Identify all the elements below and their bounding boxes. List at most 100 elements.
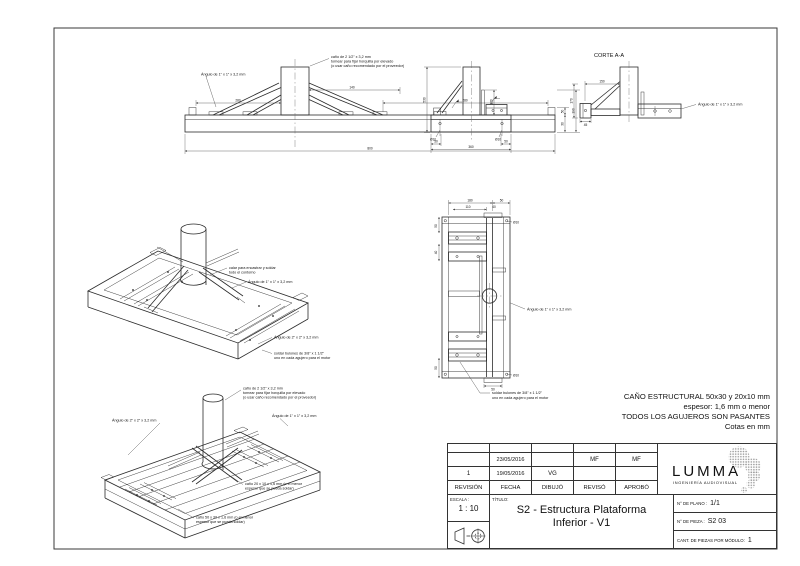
annotation-angle: Ángulo de 1" x 1" x 3,2 mm — [527, 308, 571, 312]
revision-cell-empty — [616, 444, 658, 453]
annotation-pipe: caño de 2 1/2" x 3,2 mm — [331, 55, 371, 59]
note-line: Cotas en mm — [724, 422, 770, 431]
revision-number: 1 — [448, 467, 490, 481]
drawing-title-cell: TÍTULO: S2 - Estructura Plataforma Infer… — [490, 495, 674, 548]
annotation-tube-small: espesor que se pueda soldar) — [245, 487, 294, 491]
header-dibujo: DIBUJÓ — [532, 481, 574, 495]
title-block: 23/05/2016 MF MF 1 19/05/2016 VG REVISIÓ… — [447, 443, 777, 549]
general-notes: CAÑO ESTRUCTURAL 50x30 y 20x10 mm espeso… — [622, 392, 770, 432]
annotation-bolts: uno en cada agujero para el motor — [492, 396, 549, 400]
annotation-angle: Ángulo de 2" x 2" x 3,2 mm — [274, 335, 318, 339]
dim-label: 170 — [570, 98, 574, 104]
dim-label: 50 — [500, 199, 504, 203]
scale-value: 1 : 10 — [458, 504, 479, 513]
annotation-angle: Ángulo de 2" x 2" x 3,2 mm — [112, 419, 156, 423]
dim-label: 30 — [561, 122, 565, 126]
annotation-weld: todo el contorno — [229, 270, 255, 274]
annotation-pipe: tornear para fijar horquilla por elevado — [331, 60, 393, 64]
revision-cell — [616, 467, 658, 481]
dim-label: 280 — [235, 99, 241, 103]
annotation-weld: calar para encastrar y soldar — [229, 266, 277, 270]
isometric-view-1: calar para encastrar y soldar todo el co… — [87, 223, 331, 360]
annotation-pipe: (o usar caño recomendado por el proveedo… — [331, 64, 404, 68]
annotation-bolts: soldar bulones de 3/8" x 1 1/2" — [274, 351, 325, 355]
annotation-pipe: tornear para fijar horquilla por elevado — [243, 391, 305, 395]
cantidad-cell: CANT. DE PIEZAS POR MÓDULO: 1 — [674, 531, 776, 548]
note-line: TODOS LOS AGUJEROS SON PASANTES — [621, 412, 770, 421]
hole-callout: Ø10 — [513, 374, 519, 378]
annotation-angle: Ángulo de 1" x 1" x 3,2 mm — [272, 414, 316, 418]
revision-cell — [574, 467, 616, 481]
drawing-title-line2: Inferior - V1 — [552, 516, 611, 529]
header-fecha: FECHA — [490, 481, 532, 495]
projection-symbol-cell — [448, 522, 490, 548]
side-view: 530 130 360 50 50 Ø10 Ø10 — [423, 61, 512, 153]
annotation-angle: Ángulo de 1" x 1" x 3,2 mm — [698, 103, 742, 107]
scale-cell: ESCALA : 1 : 10 — [448, 495, 490, 522]
pieza-cell: N° DE PIEZA : S2 03 — [674, 513, 776, 531]
dim-label: 360 — [468, 145, 474, 149]
annotation-angle: Ángulo de 1" x 1" x 3,2 mm — [248, 280, 292, 284]
dim-label: 50 — [504, 140, 508, 144]
plano-value: 1/1 — [710, 500, 720, 507]
revision-cell — [448, 453, 490, 467]
lumma-logo-icon: LUMMA INGENIERÍA AUDIOVISUAL — [672, 446, 761, 493]
revision-cell-empty — [532, 444, 574, 453]
note-line: CAÑO ESTRUCTURAL 50x30 y 20x10 mm — [623, 392, 770, 401]
title-label: TÍTULO: — [492, 497, 509, 502]
projection-symbol-icon — [454, 526, 485, 545]
dim-label: 40 — [492, 205, 496, 209]
annotation-pipe: (o usar caño recomendado por el proveedo… — [243, 396, 316, 400]
pieza-label: N° DE PIEZA : — [677, 519, 705, 524]
front-view: 280 280 140 800 190 50 30 caño de 2 1/2"… — [184, 55, 580, 154]
header-revision: REVISIÓN — [448, 481, 490, 495]
drawing-title-line1: S2 - Estructura Plataforma — [516, 504, 647, 516]
dim-label: 45 — [584, 123, 588, 127]
company-logo: LUMMA INGENIERÍA AUDIOVISUAL — [658, 444, 776, 495]
logo-tagline: INGENIERÍA AUDIOVISUAL — [673, 480, 738, 485]
dim-label: 180 — [467, 199, 473, 203]
plan-view: 180 50 110 40 50 40 50 Ø10 Ø10 50 Ángulo… — [434, 199, 571, 400]
dim-label: 50 — [491, 388, 495, 392]
dim-label: 140 — [349, 86, 355, 90]
dim-label: 150 — [599, 79, 605, 83]
dim-label: 530 — [423, 97, 427, 103]
dim-label: 50 — [434, 366, 438, 370]
hole-callout: Ø10 — [513, 221, 519, 225]
corte-aa-title: CORTE A-A — [594, 53, 624, 59]
header-aprobo: APROBÓ — [616, 481, 658, 495]
annotation-angle: Ángulo de 1" x 1" x 3,2 mm — [201, 73, 245, 77]
revision-dibujo: VG — [532, 467, 574, 481]
note-line: espesor: 1,6 mm o menor — [683, 402, 770, 411]
revision-cell-empty — [574, 444, 616, 453]
revision-cell — [532, 453, 574, 467]
annotation-bolts: soldar bulones de 3/8" x 1 1/2" — [492, 391, 543, 395]
annotation-pipe: caño de 2 1/2" x 3,2 mm — [243, 387, 283, 391]
plano-cell: N° DE PLANO : 1/1 — [674, 495, 776, 513]
dim-label: 190 — [572, 108, 576, 114]
annotation-tube-main: caño 50 x 30 x 1,6 mm (o el menor — [196, 516, 254, 520]
revision-date: 19/05/2016 — [490, 467, 532, 481]
annotation-tube-main: espesor que se pueda soldar) — [196, 520, 245, 524]
pieza-value: S2 03 — [707, 518, 727, 525]
header-reviso: REVISÓ — [574, 481, 616, 495]
revision-cell-empty — [448, 444, 490, 453]
cantidad-value: 1 — [747, 536, 752, 544]
dim-label: 130 — [490, 99, 494, 105]
scale-label: ESCALA : — [450, 497, 470, 502]
annotation-tube-small: caño 20 x 10 x 1,6 mm (o el menor — [245, 482, 303, 486]
dim-label: 50 — [434, 140, 438, 144]
dim-label: 800 — [367, 146, 373, 150]
dim-label: 110 — [465, 205, 470, 209]
sheet-border — [53, 27, 778, 550]
dim-label: 50 — [561, 110, 565, 114]
revision-cell-empty — [490, 444, 532, 453]
logo-text: LUMMA — [672, 463, 741, 480]
dim-label: 40 — [434, 251, 438, 255]
revision-aprobo: MF — [616, 453, 658, 467]
isometric-view-2: caño de 2 1/2" x 3,2 mm tornear para fij… — [100, 387, 322, 539]
corte-aa-view: CORTE A-A 150 170 45 Ángulo de 1" x 1" x — [570, 53, 743, 127]
plano-label: N° DE PLANO : — [677, 501, 708, 506]
